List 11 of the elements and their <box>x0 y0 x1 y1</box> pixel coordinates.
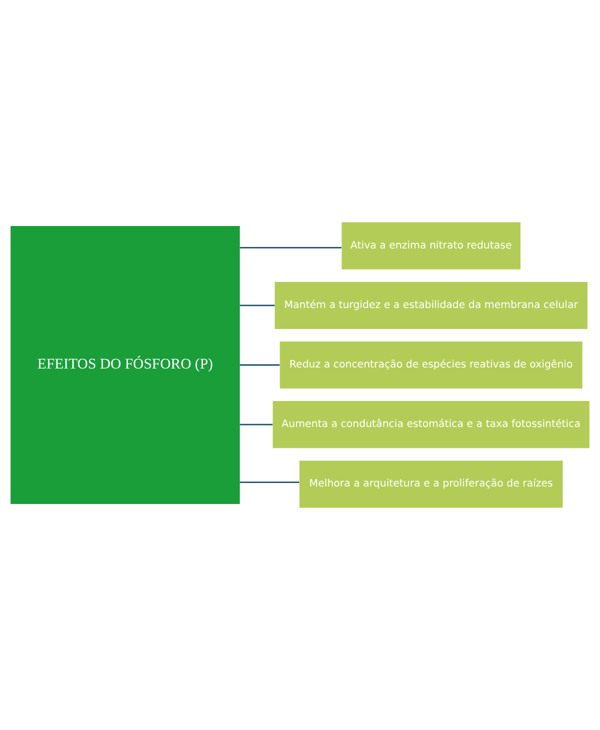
connector <box>240 246 342 248</box>
node-box: EFEITOS DO FÓSFORO (P) <box>10 226 240 504</box>
node-box: Aumenta a condutância estomática e a taxa fotossintética <box>272 401 590 448</box>
node-box: Mantém a turgidez e a estabilidade da membrana celular <box>274 282 588 329</box>
node-box: Ativa a enzima nitrato redutase <box>342 222 520 270</box>
node-box: Reduz a concentração de espécies reativas de oxigênio <box>280 341 582 389</box>
connector <box>240 364 280 366</box>
connector <box>240 424 273 426</box>
connector <box>240 304 275 306</box>
node-box: Melhora a arquitetura e a proliferação de raízes <box>299 460 563 508</box>
connector <box>240 482 300 484</box>
